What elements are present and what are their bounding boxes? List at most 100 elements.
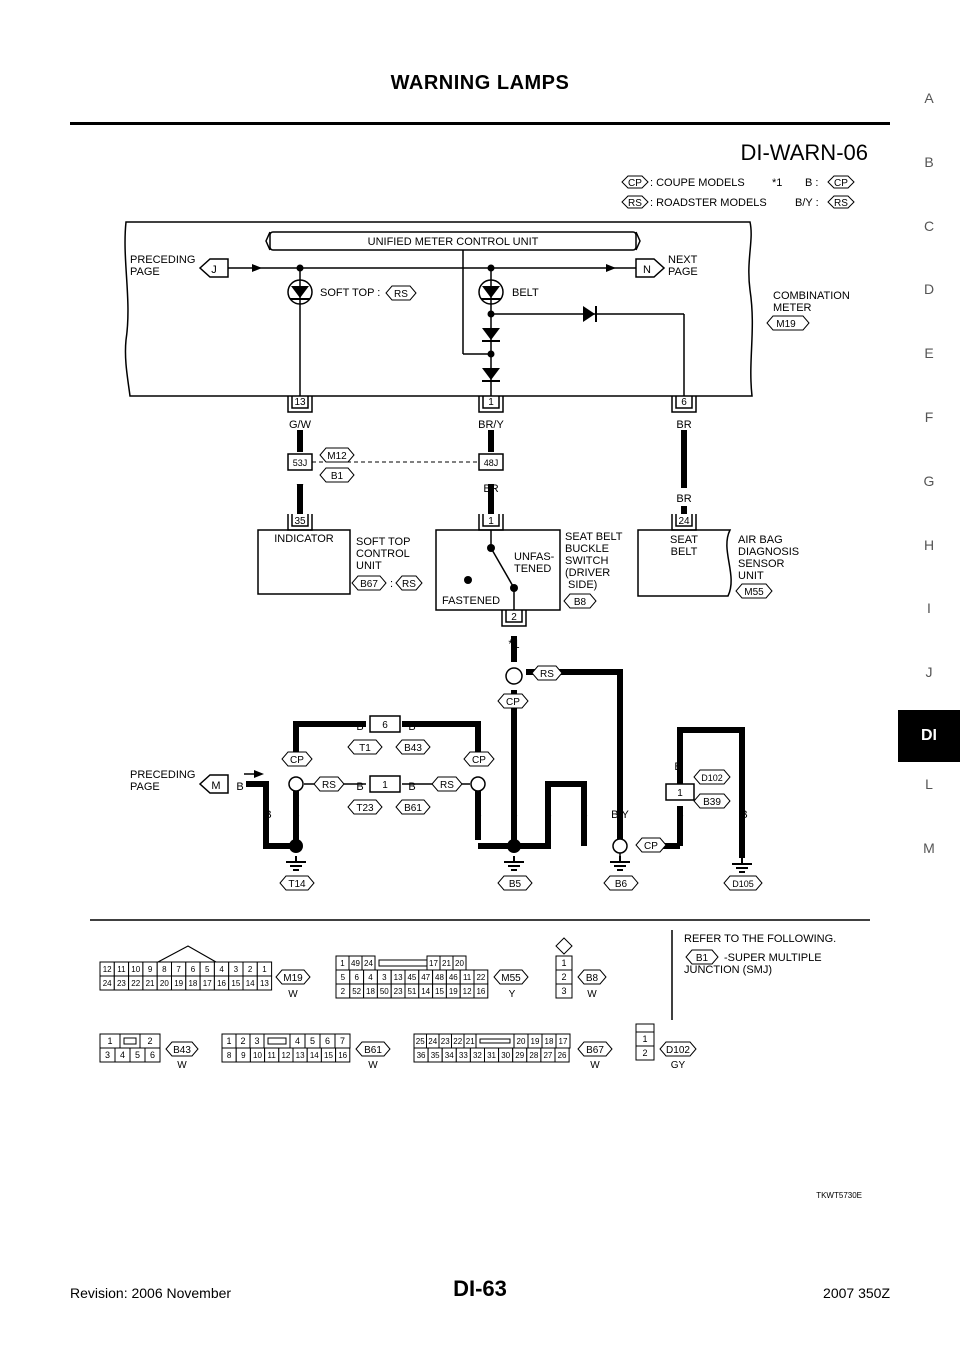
m19-pin: 21 (146, 979, 155, 988)
gnd-preceding-page: PAGE (130, 781, 160, 793)
b67-pin: 33 (459, 1051, 468, 1060)
m55-pin: 6 (354, 973, 359, 982)
b43-code: B43 (173, 1045, 191, 1056)
side-index-g[interactable]: G (923, 472, 935, 489)
tag-b61: B61 (404, 803, 422, 814)
legend-by-rs: RS (834, 198, 848, 209)
tag-b39: B39 (703, 797, 721, 808)
side-index-di[interactable]: DI (898, 709, 960, 762)
side-index-b[interactable]: B (924, 153, 934, 170)
airbag-l1: AIR BAG (738, 534, 783, 546)
m55-cell (473, 983, 489, 999)
m19-pin: 5 (205, 965, 210, 974)
m55-pin: 48 (435, 973, 444, 982)
legend-by-label: B/Y : (795, 197, 819, 209)
b43-pin: 4 (120, 1050, 125, 1060)
b8-pin: 3 (561, 986, 566, 996)
terminal-1: 1 (488, 397, 494, 408)
m19-pin: 9 (148, 965, 153, 974)
b67-color: W (590, 1060, 600, 1071)
side-index-a[interactable]: A (924, 90, 934, 106)
b67-lock-inner (479, 1038, 511, 1044)
m55-pin: 47 (421, 973, 430, 982)
side-index-f[interactable]: F (924, 408, 934, 425)
meter-code: M19 (776, 319, 796, 330)
m55-pin: 2 (341, 987, 346, 996)
side-index-e[interactable]: E (924, 345, 934, 362)
m19-pin: 13 (260, 979, 269, 988)
combination-label: COMBINATION (773, 290, 850, 302)
airbag-code: M55 (744, 587, 764, 598)
side-index-i[interactable]: I (927, 600, 931, 617)
m19-hood (157, 945, 217, 963)
m19-pin: 12 (103, 965, 112, 974)
m55-pin: 52 (352, 987, 361, 996)
gw-b-2: B (408, 721, 415, 733)
refer-l2: -SUPER MULTIPLE (724, 952, 822, 964)
m19-pin: 16 (217, 979, 226, 988)
ground-d105: D105 (732, 879, 754, 889)
legend-rs: RS (628, 198, 642, 209)
switch-l2: BUCKLE (565, 543, 609, 555)
b67-pin: 34 (445, 1051, 454, 1060)
side-index-h[interactable]: H (923, 536, 935, 553)
soft-top-rs: RS (394, 289, 408, 300)
m19-pin: 1 (262, 965, 267, 974)
b61-pin: 16 (338, 1051, 347, 1060)
legend-b-cp: CP (834, 178, 848, 189)
b67-pin: 28 (529, 1051, 538, 1060)
b67-pin: 31 (487, 1051, 496, 1060)
switch-l4: (DRIVER (565, 567, 610, 579)
gnd-cp-1: CP (506, 697, 520, 708)
gnd-cp-3: CP (472, 755, 486, 766)
junction-48j: 48J (484, 458, 499, 468)
m19-pin: 18 (188, 979, 197, 988)
b61-code: B61 (364, 1045, 382, 1056)
gw-b-7: B (292, 809, 299, 821)
b61-cell (335, 1047, 351, 1063)
wire-br-low: BR (676, 493, 691, 505)
b61-pin: 10 (253, 1051, 262, 1060)
b67-pin: 21 (466, 1037, 475, 1046)
airbag-pin-24: 24 (678, 516, 690, 527)
side-index-m[interactable]: M (923, 839, 935, 856)
d102-tag (659, 1041, 697, 1057)
ground-wiring (246, 636, 745, 858)
splice-pin-1: 1 (382, 780, 388, 791)
m19-pin: 3 (234, 965, 239, 974)
b67-cell (554, 1047, 570, 1063)
footer-model: 2007 350Z (823, 1285, 890, 1301)
b61-pin: 6 (325, 1036, 330, 1046)
gw-by: B/Y (611, 809, 629, 821)
junction-53j: 53J (293, 458, 308, 468)
refer-l1: REFER TO THE FOLLOWING. (684, 933, 836, 945)
junction-b1: B1 (331, 471, 344, 482)
soft-top-pin-35: 35 (294, 516, 306, 527)
b8-color: W (587, 989, 597, 1000)
meter-n: N (643, 264, 651, 276)
soft-top-label: SOFT TOP : (320, 287, 380, 299)
b43-color: W (177, 1060, 187, 1071)
b67-pin: 22 (453, 1037, 462, 1046)
side-index-l[interactable]: L (925, 775, 933, 792)
gnd-rs-1: RS (540, 669, 554, 680)
b8-code: B8 (586, 973, 599, 984)
switch-l3: SWITCH (565, 555, 608, 567)
meter-preceding: PRECEDING (130, 254, 195, 266)
wire-y: Y (296, 483, 304, 495)
b67-pin: 35 (431, 1051, 440, 1060)
soft-top-unit-l3: UNIT (356, 560, 382, 572)
side-index-d[interactable]: D (923, 281, 935, 298)
gw-b-13: B (740, 809, 747, 821)
terminal-6: 6 (681, 397, 687, 408)
side-index-j[interactable]: J (925, 664, 933, 681)
b43-lock-inner (123, 1037, 137, 1045)
b61-pin: 4 (295, 1036, 300, 1046)
m19-pin: 7 (176, 965, 181, 974)
b61-pin: 12 (281, 1051, 290, 1060)
m19-pin: 2 (248, 965, 253, 974)
side-index-c[interactable]: C (923, 217, 935, 234)
wire-bry: BR/Y (478, 419, 504, 431)
tag-t23: T23 (356, 803, 374, 814)
